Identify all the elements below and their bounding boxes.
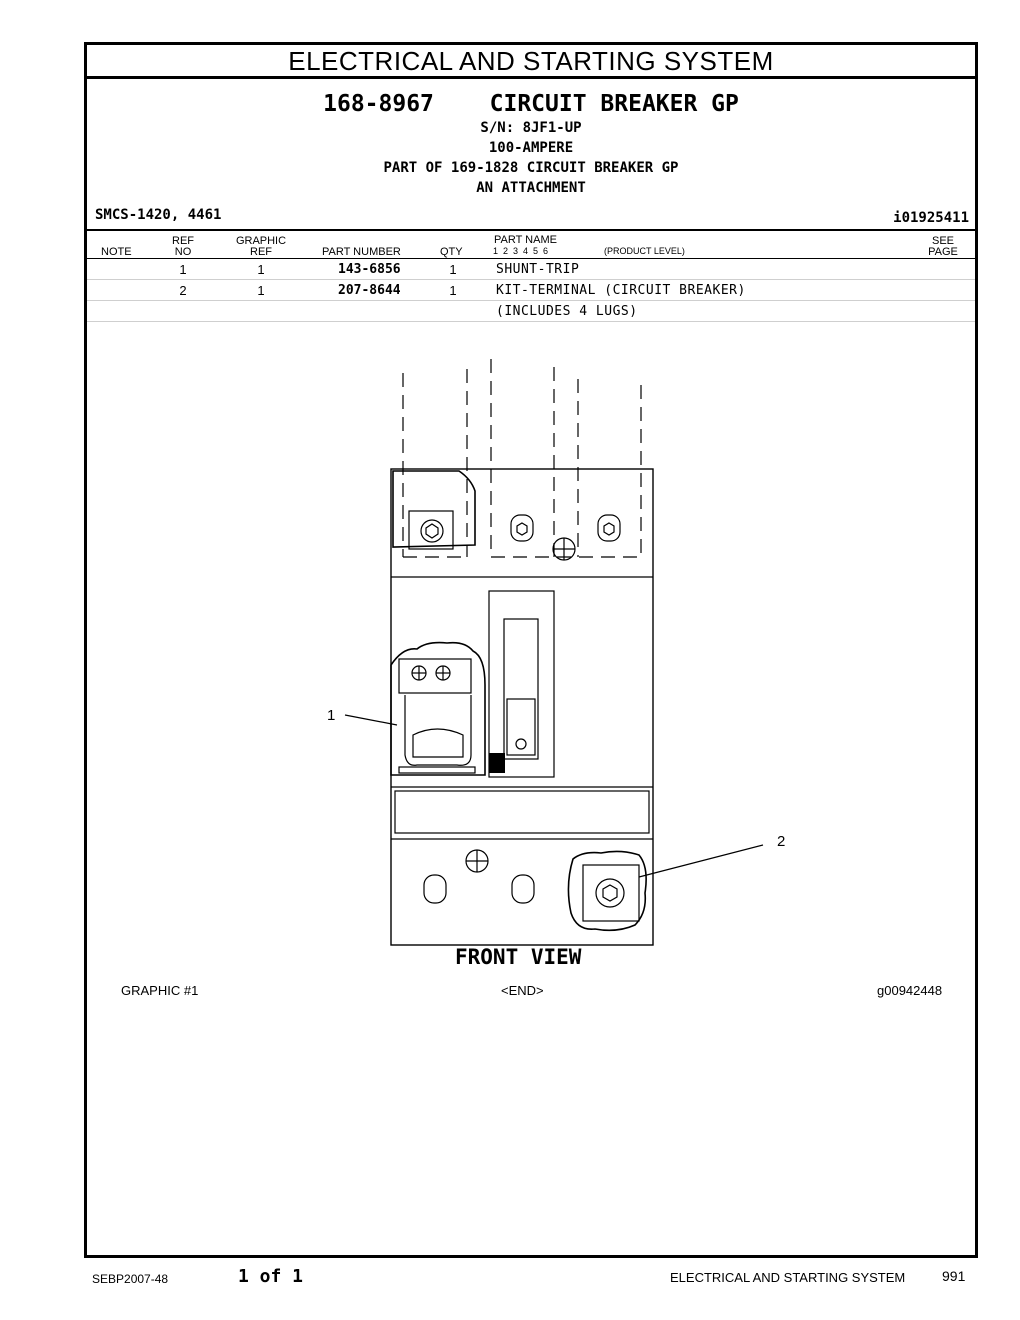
callout-2-leader [638, 844, 764, 878]
col-graphic-top: GRAPHIC [235, 235, 287, 247]
part-number-heading: 168-8967 [323, 91, 434, 117]
circuit-breaker-drawing [344, 359, 764, 946]
page-frame: ELECTRICAL AND STARTING SYSTEM 168-8967 … [84, 42, 978, 1258]
shunt-trip [390, 641, 486, 776]
row-graphic-ref: 1 [257, 283, 265, 298]
part-title-heading: CIRCUIT BREAKER GP [489, 91, 739, 117]
col-note: NOTE [101, 246, 132, 258]
top-lug-cutaway [392, 470, 476, 548]
row-qty: 1 [449, 262, 457, 277]
row-part-number: 143-6856 [338, 262, 401, 277]
graphic-label: GRAPHIC #1 [121, 983, 199, 998]
row-graphic-ref: 1 [257, 262, 265, 277]
row-part-number: 207-8644 [338, 283, 401, 298]
section-title: ELECTRICAL AND STARTING SYSTEM [87, 45, 975, 79]
dashed-lugs-lines [402, 359, 642, 558]
footer-section: ELECTRICAL AND STARTING SYSTEM [670, 1270, 906, 1285]
col-product-level: (PRODUCT LEVEL) [604, 246, 685, 256]
row-ref: 2 [179, 283, 187, 298]
view-label: FRONT VIEW [455, 945, 582, 969]
col-see-top: SEE [931, 235, 954, 247]
page-of: 1 of 1 [238, 1266, 304, 1287]
row-qty: 1 [449, 283, 457, 298]
breaker-handle-slot [488, 590, 555, 778]
col-part-number: PART NUMBER [322, 246, 401, 258]
col-ref: REF NO [169, 236, 197, 258]
col-part-name: PART NAME [494, 234, 557, 246]
bottom-lug-cutaway [567, 850, 647, 932]
col-see-bottom: PAGE [928, 246, 958, 258]
col-ref-bottom: NO [174, 246, 192, 258]
col-ref-top: REF [172, 235, 194, 247]
rating: 100-AMPERE [488, 140, 574, 156]
table-row: 2 1 207-8644 1 KIT-TERMINAL (CIRCUIT BRE… [87, 280, 975, 301]
attachment: AN ATTACHMENT [476, 180, 586, 196]
callout-1-label: 1 [327, 707, 336, 724]
part-heading: 168-8967 CIRCUIT BREAKER GP [87, 91, 975, 117]
header-rule [87, 258, 975, 259]
col-qty: QTY [440, 246, 463, 258]
doc-id: SEBP2007-48 [92, 1272, 169, 1286]
table-top-rule [87, 229, 975, 231]
smcs-code: SMCS-1420, 4461 [95, 207, 222, 223]
row-part-name: KIT-TERMINAL (CIRCUIT BREAKER) [496, 283, 746, 298]
part-of: PART OF 169-1828 CIRCUIT BREAKER GP [383, 160, 679, 176]
label-window [394, 790, 650, 834]
table-row: 1 1 143-6856 1 SHUNT-TRIP [87, 259, 975, 280]
callout-1-leader [344, 714, 398, 726]
illustration-id: i01925411 [893, 210, 969, 226]
page-number: 991 [942, 1268, 966, 1284]
callout-2-label: 2 [777, 833, 786, 850]
row-ref: 1 [179, 262, 187, 277]
serial-number: S/N: 8JF1-UP [480, 120, 582, 136]
col-graphic-bottom: REF [250, 246, 272, 258]
row-part-name: (INCLUDES 4 LUGS) [496, 304, 638, 319]
table-row: (INCLUDES 4 LUGS) [87, 301, 975, 322]
col-graphic: GRAPHIC REF [233, 236, 289, 258]
breaker-handle [503, 618, 539, 760]
end-marker: <END> [501, 983, 544, 998]
graphic-id: g00942448 [877, 983, 943, 998]
row-part-name: SHUNT-TRIP [496, 262, 580, 277]
col-levels: 1 2 3 4 5 6 [493, 246, 549, 256]
col-see-page: SEE PAGE [925, 236, 961, 258]
